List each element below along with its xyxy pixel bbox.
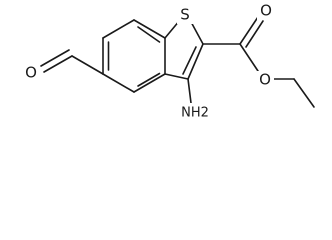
aldehyde-double-bond-c-o bbox=[40, 49, 70, 67]
amino-group-label: NH2 bbox=[181, 106, 209, 121]
benzene-ring bbox=[102, 19, 166, 93]
thiophene-double-bond-c2-c3 bbox=[182, 46, 197, 75]
aldehyde-group bbox=[40, 49, 104, 75]
aldehyde-bond-c-o bbox=[43, 55, 73, 73]
ester-group bbox=[202, 16, 315, 108]
chemical-structure-diagram: S O O O NH2 bbox=[22, 1, 315, 121]
benzene-double-bond-inner-3 bbox=[137, 26, 161, 43]
benzene-bond-top-right bbox=[133, 19, 166, 39]
ester-oxygen-label: O bbox=[259, 71, 271, 89]
thiophene-bond-c2-c3 bbox=[187, 43, 204, 80]
carbonyl-oxygen-label: O bbox=[260, 2, 272, 20]
benzene-bond-left-lower bbox=[102, 73, 135, 93]
thiophene-bond-c3-c3a bbox=[164, 73, 189, 80]
aldehyde-oxygen-label: O bbox=[25, 64, 37, 82]
benzene-double-bond-inner-2 bbox=[137, 72, 161, 87]
benzene-bond-top-left bbox=[102, 19, 135, 39]
amino-bond bbox=[187, 78, 192, 104]
ester-bond-ch2-ch3 bbox=[293, 78, 315, 108]
thiophene-ring bbox=[164, 19, 204, 80]
ester-double-bond-carbonyl-o bbox=[245, 20, 264, 48]
ester-bond-carbonyl-o bbox=[239, 16, 259, 45]
benzene-bond-bottom bbox=[133, 73, 166, 93]
sulfur-atom-label: S bbox=[180, 6, 190, 24]
ester-bond-carbonyl-oether bbox=[239, 43, 259, 72]
aldehyde-bond-ring-c bbox=[71, 55, 104, 75]
atom-labels: S O O O NH2 bbox=[22, 2, 275, 121]
